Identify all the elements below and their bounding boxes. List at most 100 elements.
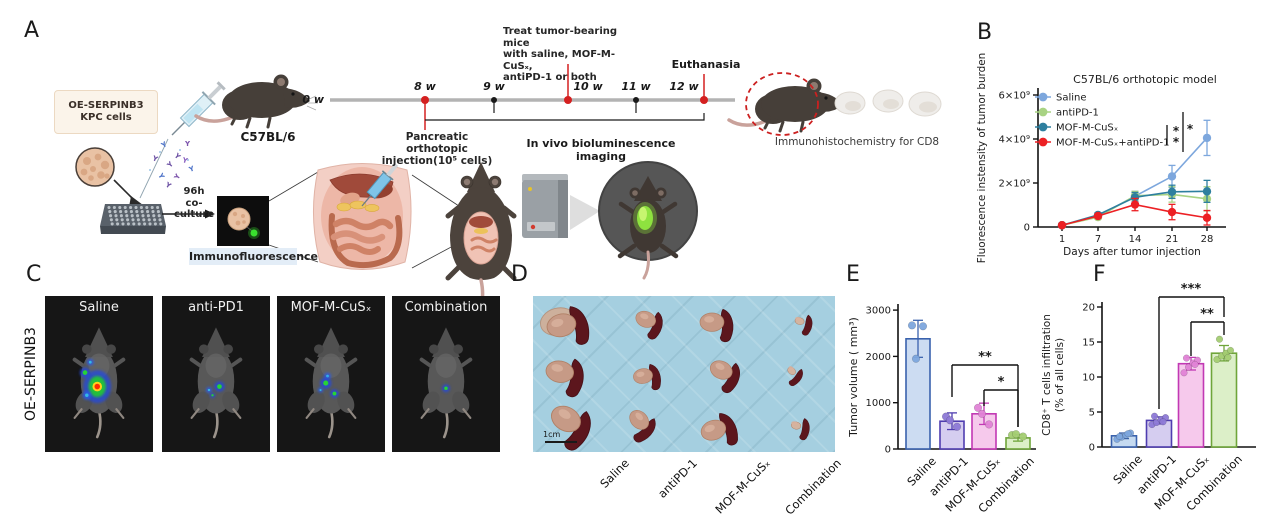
- svg-text:1000: 1000: [866, 398, 891, 409]
- svg-text:3000: 3000: [866, 306, 891, 317]
- timeline-week-11: 11 w: [621, 80, 651, 93]
- svg-text:20: 20: [1082, 303, 1095, 314]
- svg-text:2000: 2000: [866, 352, 891, 363]
- svg-text:Y: Y: [163, 180, 173, 190]
- panel-a-schematic: Y Y Y Y Y Y Y Y Y Y: [75, 64, 942, 296]
- svg-text:*: *: [1187, 122, 1194, 136]
- svg-text:6×10⁹: 6×10⁹: [999, 91, 1030, 102]
- mouse-image-mof: [304, 327, 358, 439]
- panel-c-row-label: OE-SERPINB3: [23, 327, 39, 421]
- svg-text:Y: Y: [172, 172, 182, 182]
- well-plate-icon: [100, 204, 166, 234]
- immunofluorescence-label: Immunofluorescence: [189, 248, 319, 265]
- tissue-samples-icon: [834, 89, 942, 117]
- bioluminescence-zoom-circle: [598, 161, 698, 280]
- timeline-week-9: 9 w: [483, 80, 505, 93]
- arrow-right-icon: [162, 209, 215, 219]
- syringe-icon: [171, 81, 226, 136]
- immunofluorescence-image: [217, 196, 269, 246]
- svg-text:Days after tumor injection: Days after tumor injection: [1063, 246, 1201, 258]
- c-label-mof: MOF-M-CuSₓ: [290, 300, 372, 315]
- svg-text:Saline: Saline: [1056, 93, 1087, 104]
- svg-text:10: 10: [1082, 373, 1095, 384]
- panel-d-label: D: [511, 262, 528, 287]
- tumor-region-dashed-circle: [745, 72, 819, 136]
- cells-box-line2: KPC cells: [80, 112, 132, 123]
- zoom-beam: [570, 195, 600, 230]
- coculture-label: 96h co-culture: [173, 186, 215, 220]
- svg-text:Y: Y: [156, 171, 166, 181]
- panel-a-label: A: [24, 18, 40, 43]
- svg-text:7: 7: [1095, 234, 1101, 245]
- svg-text:0: 0: [1024, 223, 1030, 234]
- svg-text:*: *: [998, 375, 1005, 390]
- svg-text:28: 28: [1201, 234, 1214, 245]
- c-label-combination: Combination: [404, 300, 488, 315]
- svg-text:antiPD-1: antiPD-1: [1056, 108, 1099, 119]
- svg-text:**: **: [978, 350, 992, 365]
- svg-text:2×10⁹: 2×10⁹: [999, 179, 1030, 190]
- svg-text:14: 14: [1129, 234, 1142, 245]
- injection-note: Pancreatic orthotopic injection(10⁵ cell…: [381, 131, 493, 167]
- svg-text:1: 1: [1059, 234, 1065, 245]
- timeline-week-8: 8 w: [414, 80, 436, 93]
- mouse-open-belly-icon: [445, 162, 517, 296]
- timeline-week-10: 10 w: [573, 80, 603, 93]
- abdomen-anatomy-illustration: [313, 163, 412, 270]
- svg-text:CD8⁺ T cells infiltration: CD8⁺ T cells infiltration: [1041, 314, 1053, 436]
- panel-f-label: F: [1093, 262, 1106, 287]
- panel-e-label: E: [846, 262, 860, 287]
- svg-text:*: *: [1173, 135, 1180, 149]
- panel-b-label: B: [977, 20, 993, 45]
- timeline-week-0: 0 w: [302, 93, 324, 106]
- mouse-image-combination: [419, 327, 473, 439]
- svg-text:MOF-M-CuSₓ+antiPD-1: MOF-M-CuSₓ+antiPD-1: [1056, 138, 1169, 149]
- svg-text:5: 5: [1089, 408, 1095, 419]
- panel-c-label: C: [26, 262, 42, 287]
- excised-tumors-photo: 1cm: [533, 296, 835, 452]
- mouse-image-antipd1: [189, 327, 243, 439]
- c-label-saline: Saline: [79, 300, 119, 315]
- mouse-image-saline: [72, 327, 126, 439]
- tumor-specimens: [540, 306, 813, 451]
- svg-text:0: 0: [1089, 443, 1095, 454]
- svg-text:*: *: [1173, 124, 1180, 138]
- c-label-antipd1: anti-PD1: [188, 300, 244, 315]
- cells-box: OE-SERPINB3 KPC cells: [54, 90, 158, 134]
- imaging-note: In vivo bioluminescence imaging: [526, 137, 676, 163]
- svg-text:Y: Y: [184, 140, 191, 148]
- svg-text:Tumor volume ( mm³): Tumor volume ( mm³): [847, 317, 860, 438]
- svg-text:(% of all cells): (% of all cells): [1054, 338, 1066, 412]
- experiment-timeline: [330, 64, 735, 130]
- tumor-burden-line-chart: 0 2×10⁹ 4×10⁹ 6×10⁹ 1 7 14 21 28 C57BL/6 orthotop…: [976, 53, 1226, 263]
- svg-text:MOF-M-CuSₓ: MOF-M-CuSₓ: [1056, 123, 1118, 134]
- svg-text:**: **: [1200, 307, 1214, 322]
- kpc-organoid-icon: [75, 147, 115, 187]
- svg-text:Y: Y: [159, 140, 169, 150]
- d-label-saline: Saline: [597, 456, 632, 491]
- svg-text:0: 0: [885, 445, 891, 456]
- svg-text:Fluorescence instensity of tum: Fluorescence instensity of tumor burden: [976, 53, 988, 263]
- ihc-note: Immunohistochemistry for CD8: [774, 136, 940, 148]
- svg-text:15: 15: [1082, 338, 1095, 349]
- cells-box-line1: OE-SERPINB3: [68, 100, 144, 111]
- mouse-strain-label: C57BL/6: [240, 130, 296, 144]
- svg-text:C57BL/6 orthotopic model: C57BL/6 orthotopic model: [1073, 73, 1217, 86]
- svg-text:4×10⁹: 4×10⁹: [999, 135, 1030, 146]
- svg-text:Y: Y: [150, 154, 159, 164]
- needle-line: [139, 138, 169, 199]
- svg-text:Y: Y: [165, 160, 176, 171]
- svg-text:21: 21: [1166, 234, 1179, 245]
- scale-bar-label: 1cm: [543, 430, 561, 439]
- svg-text:***: ***: [1181, 282, 1202, 297]
- euthanasia-label: Euthanasia: [671, 58, 741, 71]
- antibody-scatter-icon: Y Y Y Y Y Y Y Y Y Y: [149, 140, 196, 191]
- svg-text:Y: Y: [187, 164, 196, 174]
- svg-text:Y: Y: [181, 156, 190, 166]
- imaging-machine-icon: [522, 174, 568, 238]
- treatment-note: Treat tumor-bearing mice with saline, MO…: [503, 26, 618, 83]
- bioluminescence-mouse-images: [45, 296, 500, 452]
